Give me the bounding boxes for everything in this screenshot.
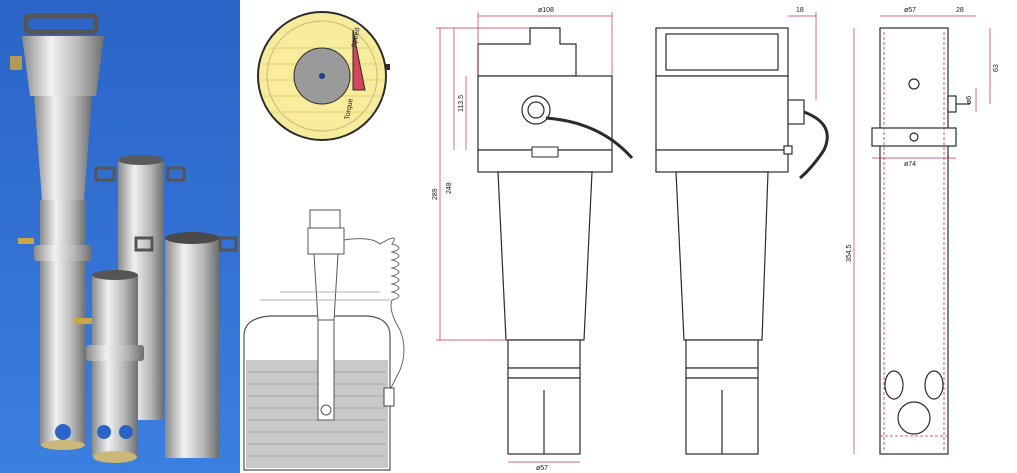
dimension-lines <box>436 12 991 463</box>
cross-section-tank <box>243 209 391 471</box>
dim-sleeve-length: 354.5 <box>846 244 853 262</box>
probe-photo <box>0 0 240 473</box>
tall-probe <box>10 13 104 450</box>
dim-diameter-bottom: ø57 <box>536 465 548 472</box>
dim-height-1: 113.5 <box>458 95 465 112</box>
top-view-section: Speed Torque <box>257 11 390 141</box>
speed-label: Speed <box>351 27 361 48</box>
right-sleeve <box>134 232 238 458</box>
dim-diameter-top: ø108 <box>538 7 554 14</box>
dim-sleeve-pin: ø6 <box>966 96 973 104</box>
sleeve-hidden-lines <box>880 32 948 450</box>
front-elevation <box>477 27 634 455</box>
dim-sleeve-height: 63 <box>993 64 1000 72</box>
coiled-cable-icon <box>343 237 405 407</box>
dim-height-2: 248 <box>446 182 453 194</box>
dim-sleeve-top: ø57 <box>904 7 916 14</box>
dim-width-right: 18 <box>796 7 804 14</box>
dim-height-3: 289 <box>432 188 439 200</box>
short-probe <box>74 270 144 463</box>
sleeve-elevation <box>871 27 970 455</box>
torque-label: Torque <box>344 98 355 120</box>
dim-sleeve-collar: ø74 <box>904 161 916 168</box>
dim-sleeve-offset: 28 <box>956 7 964 14</box>
technical-drawings: Speed Torque <box>240 0 1017 473</box>
side-elevation <box>655 27 829 455</box>
